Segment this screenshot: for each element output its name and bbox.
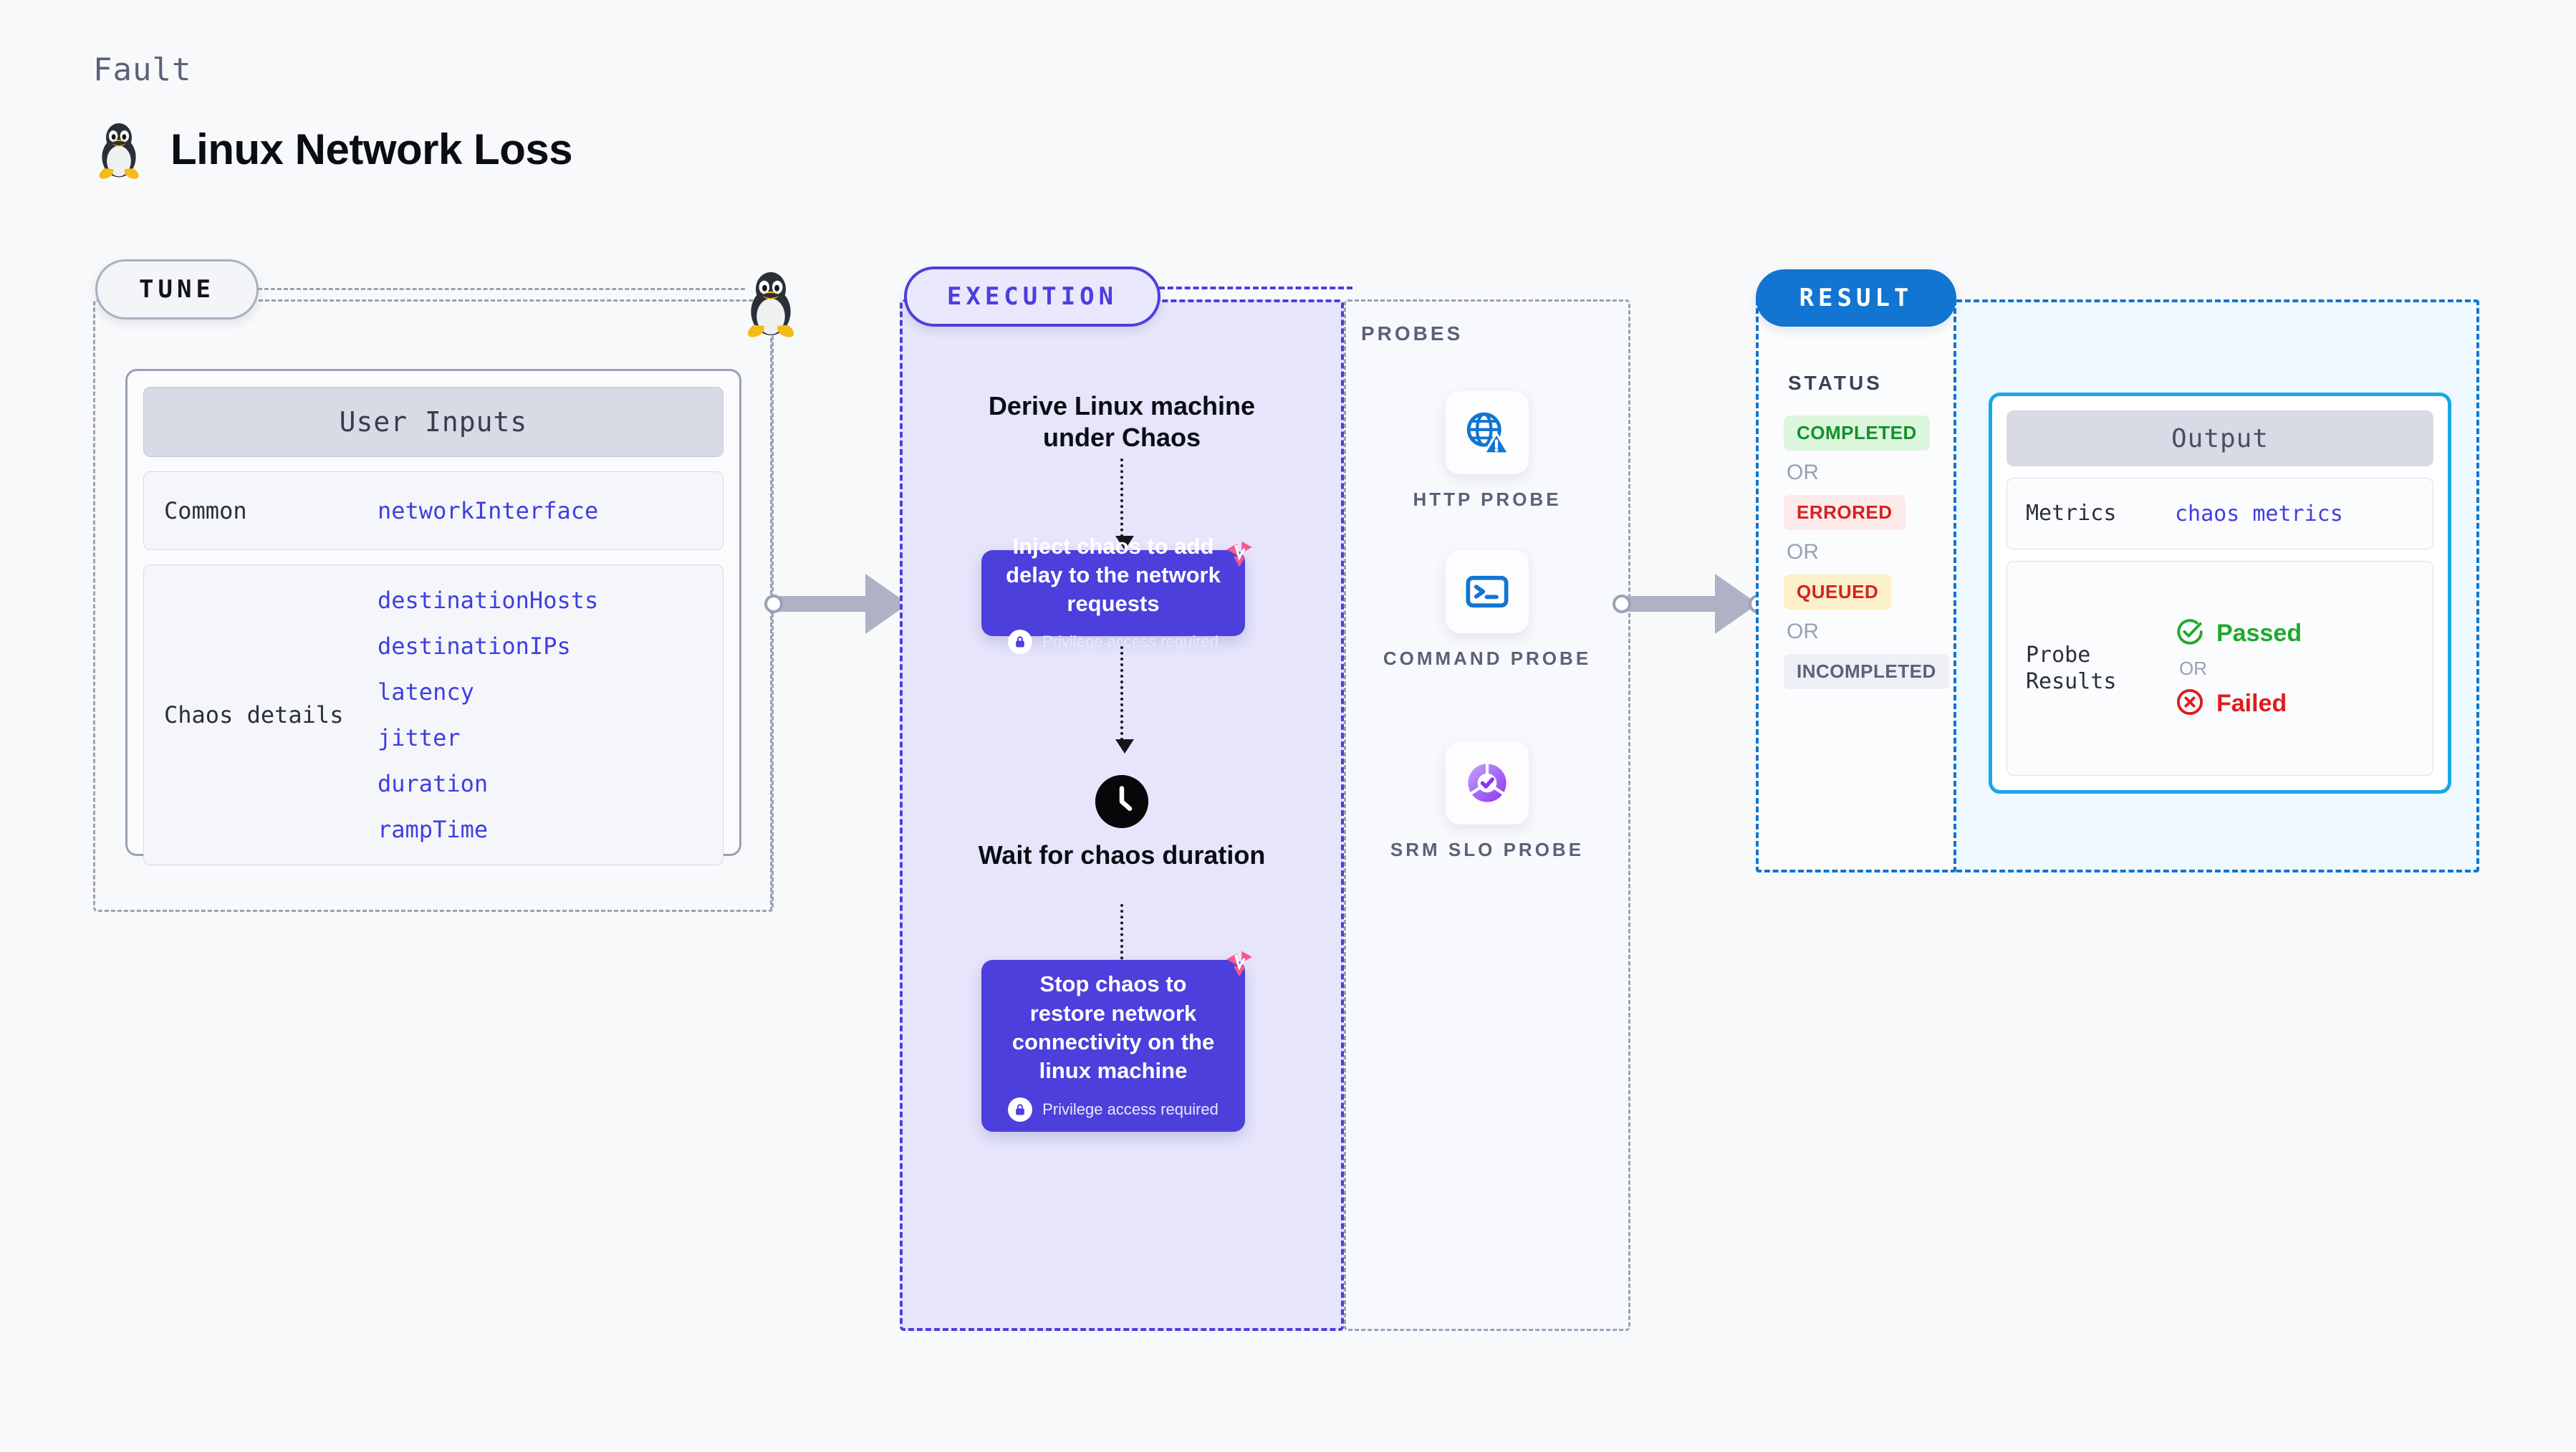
result-badge[interactable]: RESULT	[1756, 269, 1956, 327]
param-latency[interactable]: latency	[378, 678, 474, 706]
verdict-failed-text: Failed	[2216, 689, 2287, 717]
input-block-label: Common	[164, 497, 247, 524]
probe-command[interactable]: COMMAND PROBE	[1380, 550, 1595, 671]
clock-icon	[1095, 775, 1148, 828]
execution-step-label-wait: Wait for chaos duration	[978, 840, 1266, 870]
user-inputs-card: User Inputs Common networkInterface Chao…	[125, 369, 741, 865]
param-destinationhosts[interactable]: destinationHosts	[378, 587, 599, 614]
user-inputs-header: User Inputs	[143, 387, 724, 457]
globe-warning-icon	[1446, 391, 1529, 474]
status-or: OR	[1787, 461, 1819, 484]
task-note: Privilege access required	[1008, 1097, 1219, 1122]
probe-label: COMMAND PROBE	[1383, 648, 1592, 669]
terminal-icon	[1446, 550, 1529, 633]
status-or: OR	[1787, 620, 1819, 643]
probe-results-label: Probe Results	[2026, 642, 2117, 695]
execution-step-label-derive: Derive Linux machine under Chaos	[988, 391, 1256, 452]
linux-penguin-icon	[738, 266, 804, 338]
metrics-label: Metrics	[2026, 501, 2117, 527]
output-header: Output	[2007, 410, 2433, 466]
param-duration[interactable]: duration	[378, 770, 489, 797]
task-title: Stop chaos to restore network connectivi…	[1011, 971, 1215, 1084]
tune-badge[interactable]: TUNE	[95, 259, 259, 319]
output-card: Output Metrics chaos metrics Probe Resul…	[1989, 393, 2451, 794]
verdict-passed-text: Passed	[2216, 619, 2302, 647]
task-note: Privilege access required	[1008, 630, 1219, 655]
status-badge-incompleted: INCOMPLETED	[1784, 654, 1949, 689]
status-badge-errored: ERRORED	[1784, 495, 1905, 530]
status-list: COMPLETED OR ERRORED OR QUEUED OR INCOMP…	[1784, 415, 1949, 689]
page-kicker: Fault	[93, 52, 192, 88]
output-row-metrics: Metrics chaos metrics	[2007, 478, 2433, 549]
execution-connector-line	[1159, 287, 1352, 289]
page-header: Linux Network Loss	[93, 118, 573, 180]
output-row-probe-results: Probe Results Passed OR	[2007, 561, 2433, 776]
execution-badge[interactable]: EXECUTION	[904, 266, 1160, 327]
slo-donut-check-icon	[1446, 741, 1529, 824]
check-circle-icon	[2175, 617, 2205, 650]
param-ramptime[interactable]: rampTime	[378, 816, 489, 843]
task-title: Inject chaos to add delay to the network…	[1006, 533, 1221, 617]
probe-http[interactable]: HTTP PROBE	[1380, 391, 1595, 512]
x-circle-icon	[2175, 687, 2205, 721]
flow-connector-arrow	[1115, 458, 1134, 550]
verdict-passed: Passed	[2175, 617, 2302, 650]
execution-task-stop-chaos[interactable]: Stop chaos to restore network connectivi…	[981, 951, 1252, 1132]
status-title: STATUS	[1788, 372, 1883, 394]
verdict-or: OR	[2179, 657, 2207, 679]
probe-label: SRM SLO PROBE	[1390, 839, 1585, 860]
task-note-text: Privilege access required	[1042, 633, 1219, 651]
arrow-tune-to-execution	[764, 573, 918, 635]
input-values: networkInterface	[378, 497, 598, 524]
input-values: destinationHosts destinationIPs latency …	[378, 587, 598, 843]
flow-connector-arrow	[1115, 646, 1134, 754]
verdict-failed: Failed	[2175, 687, 2302, 721]
param-jitter[interactable]: jitter	[378, 724, 461, 751]
probes-title: PROBES	[1361, 322, 1464, 345]
probe-srm-slo[interactable]: SRM SLO PROBE	[1380, 741, 1595, 862]
page-title: Linux Network Loss	[170, 125, 573, 173]
status-badge-completed: COMPLETED	[1784, 415, 1930, 451]
litmus-logo-icon	[1221, 534, 1258, 575]
linux-penguin-icon	[93, 118, 145, 180]
input-block-chaos-details: Chaos details destinationHosts destinati…	[143, 564, 724, 865]
execution-task-inject-chaos[interactable]: Inject chaos to add delay to the network…	[981, 534, 1252, 655]
status-badge-queued: QUEUED	[1784, 574, 1892, 610]
input-block-label: Chaos details	[164, 701, 344, 729]
lock-icon	[1008, 1097, 1033, 1122]
probe-label: HTTP PROBE	[1413, 489, 1562, 510]
verdict-list: Passed OR Failed	[2175, 617, 2302, 721]
tune-connector-line	[258, 288, 745, 290]
param-networkinterface[interactable]: networkInterface	[378, 497, 599, 524]
litmus-logo-icon	[1221, 944, 1258, 985]
tune-node-dropline	[770, 338, 772, 911]
param-destinationips[interactable]: destinationIPs	[378, 633, 571, 660]
lock-icon	[1008, 630, 1033, 655]
task-note-text: Privilege access required	[1042, 1100, 1219, 1118]
status-or: OR	[1787, 540, 1819, 564]
metrics-value[interactable]: chaos metrics	[2175, 501, 2343, 527]
arrow-execution-to-result	[1613, 573, 1767, 635]
input-block-common: Common networkInterface	[143, 471, 724, 550]
